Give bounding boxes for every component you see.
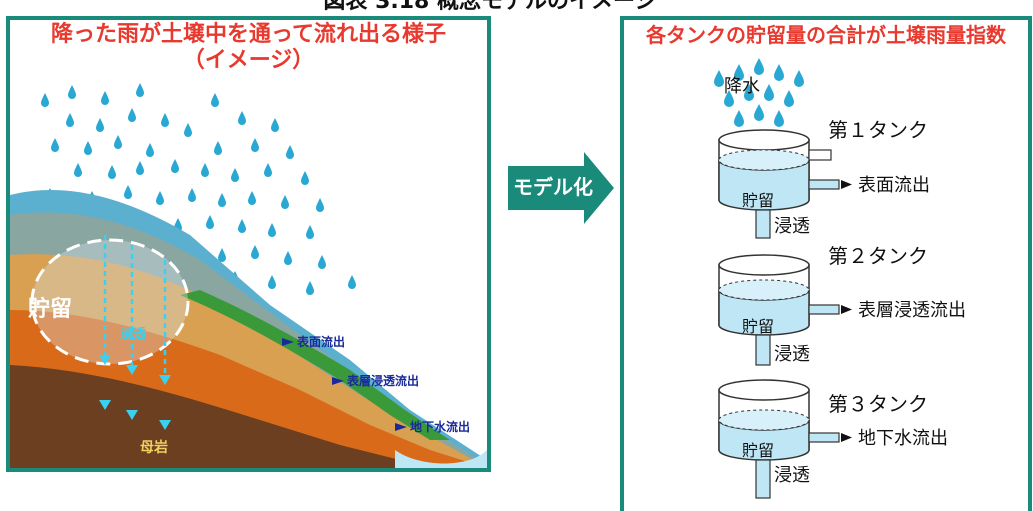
tank-2-infiltration: 浸透 [774,344,810,365]
tank-3-storage: 貯留 [742,441,775,460]
left-subtitle: （イメージ） [182,48,315,73]
tank-3-name: 第３タンク [828,392,928,416]
left-infiltration-label: 浸透 [120,326,146,342]
tank-1-name: 第１タンク [828,118,928,142]
figure-caption: 図表 3.18 概念モデルのイメージ [323,0,657,14]
bedrock-label: 母岩 [140,439,168,456]
tank-1-infiltration: 浸透 [774,216,810,237]
tank-1 [718,129,840,239]
left-title: 降った雨が土壌中を通って流れ出る様子 [51,22,446,47]
left-groundwater-outflow-label: 地下水流出 [410,420,471,434]
modeling-arrow-icon [508,152,614,224]
tank-2-storage: 貯留 [742,317,775,336]
tank-2-name: 第２タンク [828,244,928,268]
tank-3 [718,379,840,499]
left-storage-label: 貯留 [28,296,72,322]
tank-1-outflow: 表面流出 [858,175,930,196]
tank-model-diagram [714,58,852,499]
tank-3-outflow: 地下水流出 [858,428,948,449]
tank-3-infiltration: 浸透 [774,465,810,486]
soil-illustration-panel: 降った雨が土壌中を通って流れ出る様子 （イメージ） [6,16,491,472]
right-title: 各タンクの貯留量の合計が土壌雨量指数 [646,23,1006,47]
left-subsurface-outflow-label: 表層浸透流出 [347,374,420,388]
tank-2-outflow: 表層浸透流出 [858,300,966,321]
rain-label: 降水 [724,76,760,97]
soil-cross-section: 貯留 浸透 母岩 [10,83,487,468]
tank-model-panel: 各タンクの貯留量の合計が土壌雨量指数 [620,16,1032,511]
tank-2 [718,254,840,366]
tank-1-storage: 貯留 [742,191,775,210]
modeling-label: モデル化 [513,175,593,199]
left-surface-outflow-label: 表面流出 [297,335,346,349]
